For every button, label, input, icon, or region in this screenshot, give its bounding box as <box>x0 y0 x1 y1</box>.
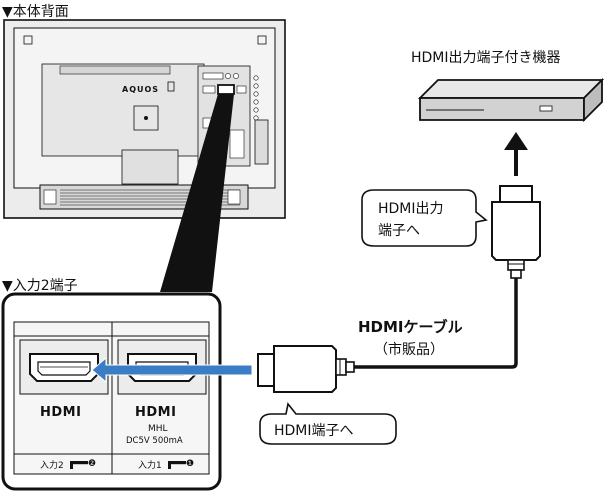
hdmi-cable-line <box>354 278 518 369</box>
svg-text:HDMI出力: HDMI出力 <box>378 201 444 217</box>
hdmi-port-input2[interactable] <box>19 339 109 395</box>
hdmi-plug-tv-side <box>257 345 355 393</box>
svg-text:端子へ: 端子へ <box>378 223 420 239</box>
hdmi-output-device <box>417 77 605 123</box>
hdmi-logo-input1: HDMI <box>135 405 176 420</box>
svg-text:HDMI端子へ: HDMI端子へ <box>274 423 354 439</box>
lock-icon <box>167 81 175 92</box>
hdmi-cable-label: HDMIケーブル <box>358 318 463 336</box>
callout-hdmi-output: HDMI出力 端子へ <box>361 189 488 247</box>
tv-brand-label: AQUOS <box>122 85 159 94</box>
hdmi-logo-input2: HDMI <box>40 405 81 420</box>
insertion-arrow <box>91 356 253 384</box>
hdmi-plug-device-side <box>491 185 541 279</box>
hdmi-output-device-label: HDMI出力端子付き機器 <box>411 50 561 66</box>
back-of-unit-label: ▼本体背面 <box>2 4 69 20</box>
hdmi-cable-note: （市販品） <box>374 341 444 358</box>
input2-number-badge: ❷ <box>88 459 96 469</box>
power-spec-label: DC5V 500mA <box>126 436 183 446</box>
input2-port-label: 入力2 <box>40 459 64 471</box>
zoom-wedge <box>160 94 234 292</box>
input1-port-label: 入力1 <box>138 459 162 471</box>
up-arrow <box>504 132 528 176</box>
input2-terminal-label: ▼入力2端子 <box>2 278 78 294</box>
input1-number-badge: ❶ <box>186 459 194 469</box>
tv-back-illustration: AQUOS <box>3 19 286 219</box>
callout-hdmi-terminal: HDMI端子へ <box>259 402 397 445</box>
mhl-label: MHL <box>148 424 168 434</box>
terminal-panel: HDMI HDMI MHL DC5V 500mA 入力2 ❷ 入力1 ❶ <box>1 292 222 491</box>
